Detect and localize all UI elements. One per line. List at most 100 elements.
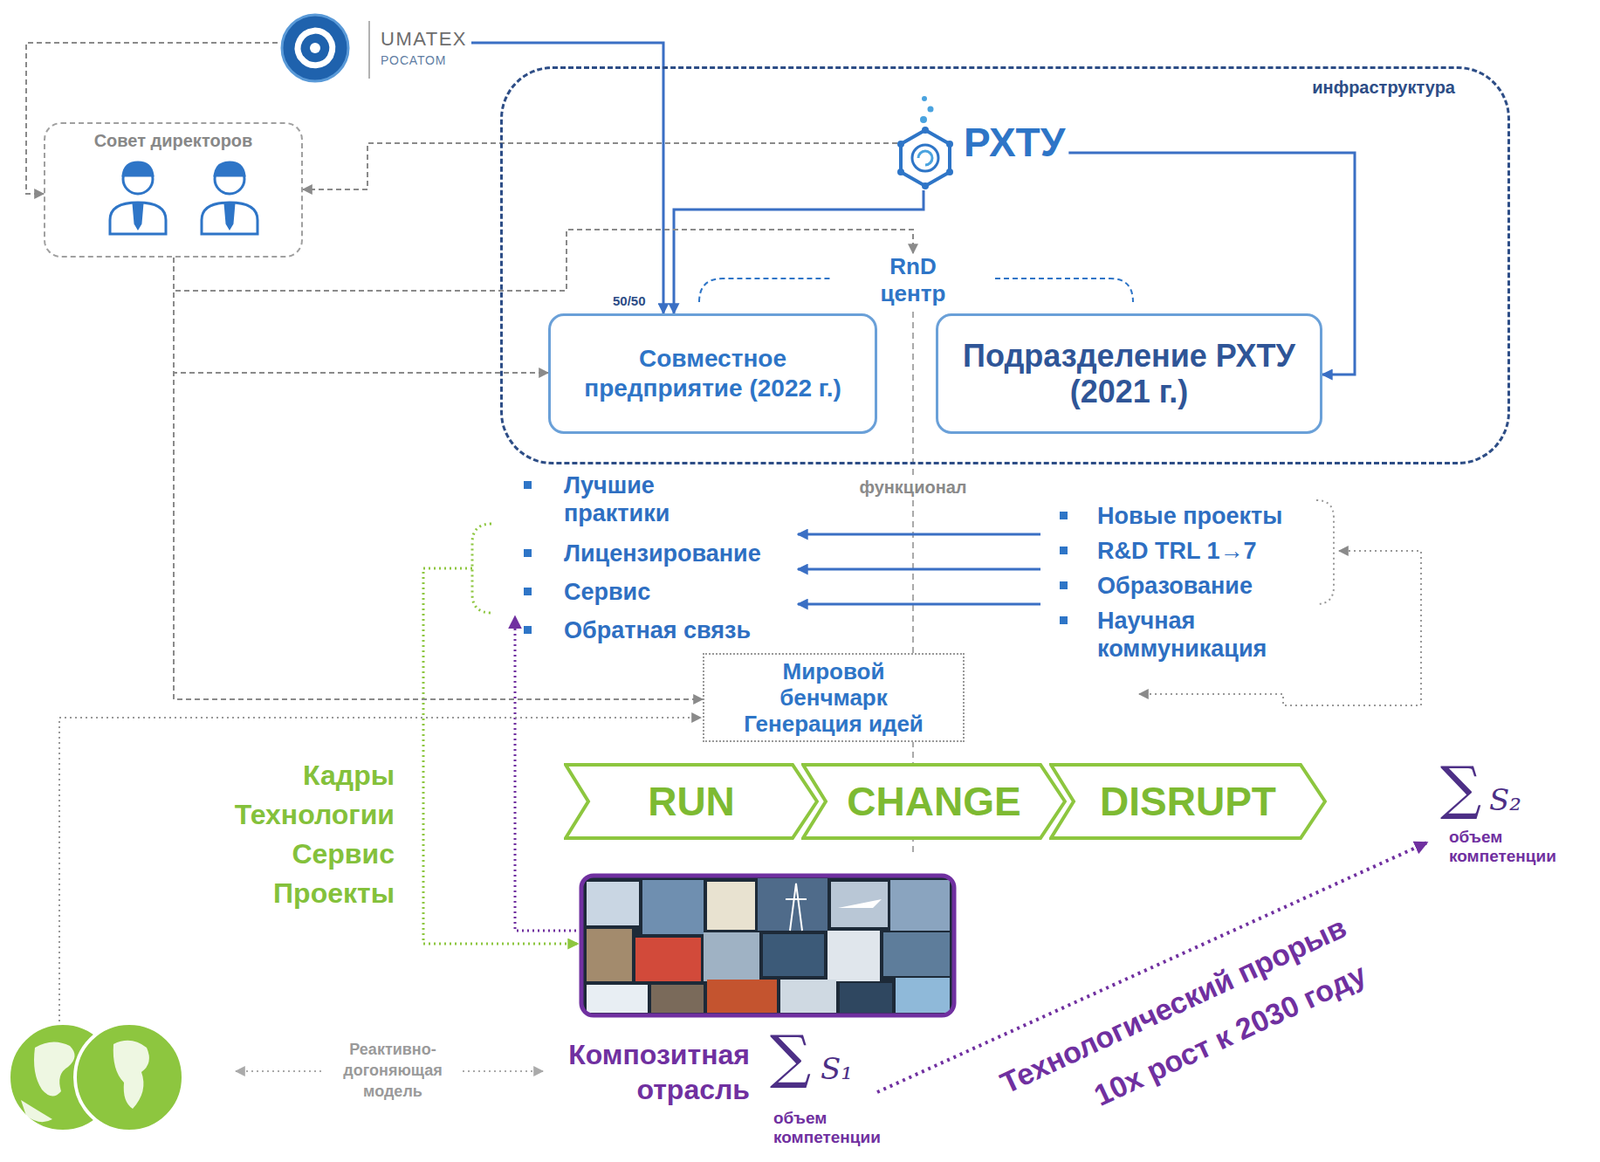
svg-rect: [642, 879, 704, 934]
model-label: Реактивно-догоняющая модель: [331, 1038, 454, 1102]
chevron-step: RUN: [563, 762, 819, 840]
svg-rect: [757, 878, 828, 931]
sum-symbol: ∑: [1440, 759, 1482, 818]
rhtu-logo-icon: [897, 96, 954, 190]
node-text: DISRUPT: [1099, 779, 1277, 824]
node-text: Мировой бенчмарк Генерация идей: [730, 658, 937, 737]
resource-list: Кадры Технологии Сервис Проекты: [234, 755, 395, 914]
node-text: РОСАТОМ: [380, 51, 472, 69]
process-box: Совместное предприятие (2022 г.): [548, 313, 878, 434]
svg-path: [214, 162, 245, 176]
logo-node: РХТУ: [897, 94, 1069, 191]
connector: [173, 229, 914, 291]
industry-collage: [581, 875, 955, 1016]
list-item: Сервис: [563, 577, 752, 606]
connector: [26, 42, 278, 194]
svg-circle: [920, 116, 928, 124]
node-text: Совместное предприятие (2022 г.): [561, 343, 865, 404]
svg-rect: [523, 480, 532, 489]
svg-rect: [586, 984, 648, 1013]
svg-rect: [890, 879, 950, 931]
chevron-outline: [565, 764, 818, 838]
svg-path: [201, 202, 258, 234]
node-text: Подразделение РХТУ (2021 г.): [948, 337, 1310, 410]
infrastructure-region: инфраструктураРХТУ RnD центрСовместное пр…: [500, 66, 1511, 465]
svg-circle: [921, 182, 929, 190]
chevron-step: DISRUPT: [1049, 762, 1327, 840]
svg-rect: [1059, 616, 1068, 625]
svg-path: [837, 899, 882, 908]
svg-path: [995, 278, 1134, 303]
svg-rect: [830, 881, 888, 928]
board-box: Совет директоров: [43, 122, 303, 258]
svg-path: [109, 202, 166, 234]
svg-rect: [586, 881, 639, 926]
logo-node: UMATEXРОСАТОМ: [277, 12, 472, 84]
svg-circle: [946, 168, 954, 176]
svg-circle: [927, 106, 934, 113]
rosatom-logo-icon: [281, 14, 370, 82]
list-item: Лицензирование: [563, 539, 752, 568]
svg-rect: [586, 928, 632, 982]
svg-rect: [581, 875, 955, 1016]
share-label: 50/50: [612, 293, 646, 310]
svg-line: [797, 603, 1041, 606]
svg-circle: [75, 1023, 184, 1132]
right-bracket: [1316, 500, 1334, 605]
svg-circle: [309, 42, 321, 54]
list-item: Лучшие практики: [563, 471, 752, 528]
svg-path: [123, 162, 153, 176]
svg-rect: [883, 932, 950, 976]
svg-g: [291, 29, 333, 72]
list-item: R&D TRL 1→7: [1097, 536, 1325, 565]
axis-label: функционал: [855, 476, 970, 498]
list-item: Новые проекты: [1097, 501, 1325, 530]
formula-variable: S₂: [1489, 782, 1522, 818]
formula-variable: S₁: [820, 1050, 853, 1086]
svg-polygon: [900, 130, 950, 186]
center-label-node: RnD центр: [869, 253, 957, 308]
svg-line: [368, 20, 371, 79]
transfer-arrows: [797, 534, 1041, 605]
chevron-outline: [1050, 764, 1326, 838]
svg-path: [225, 203, 234, 228]
svg-path: [918, 151, 933, 165]
svg-rect: [581, 875, 955, 1016]
chevron-outline: [803, 764, 1065, 838]
svg-rect: [703, 932, 760, 982]
reactive-arrow: [462, 1070, 543, 1072]
node-text: CHANGE: [846, 779, 1021, 824]
svg-rect: [651, 984, 704, 1013]
node-text: RnD центр: [869, 253, 957, 308]
list-item: Образование: [1097, 571, 1325, 600]
globe-icon: [8, 1023, 184, 1132]
svg-rect: [1059, 581, 1068, 590]
node-text: UMATEX: [380, 27, 472, 52]
node-text: инфраструктура: [502, 75, 1456, 99]
svg-rect: [523, 625, 532, 634]
node-text: RUN: [647, 779, 735, 824]
svg-circle: [897, 140, 905, 148]
sum-symbol: ∑: [769, 1028, 811, 1086]
benchmark-box: Мировой бенчмарк Генерация идей: [702, 652, 965, 742]
svg-path: [20, 1099, 53, 1122]
node-text: РХТУ: [963, 94, 1065, 191]
svg-rect: [523, 549, 532, 557]
svg-rect: [635, 937, 701, 982]
list-item: Научная коммуникация: [1097, 606, 1325, 663]
left-bracket: [472, 523, 492, 613]
svg-rect: [707, 881, 756, 930]
director-icons: [109, 162, 258, 234]
chevron-step: CHANGE: [801, 762, 1067, 840]
svg-rect: [895, 977, 950, 1013]
svg-circle: [897, 168, 905, 176]
svg-circle: [921, 126, 929, 134]
green-link: [423, 568, 578, 944]
svg-line: [797, 568, 1041, 571]
formula-caption: объем компетенции: [1448, 827, 1594, 866]
svg-circle: [912, 144, 939, 172]
svg-rect: [707, 979, 777, 1013]
svg-line: [797, 533, 1041, 536]
svg-circle: [946, 140, 954, 148]
